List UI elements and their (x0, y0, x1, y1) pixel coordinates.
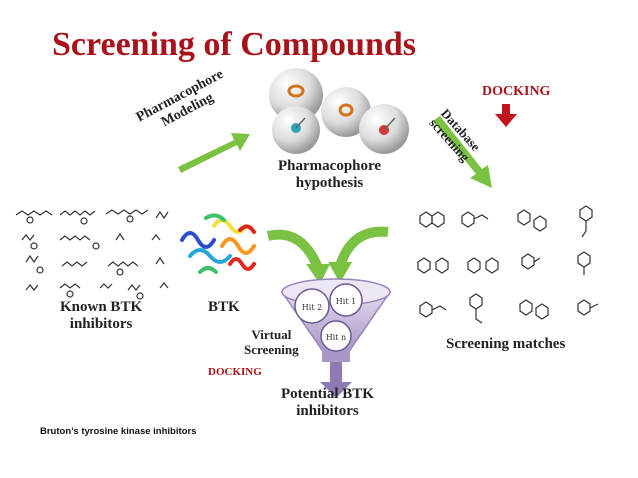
footnote: Bruton’s tyrosine kinase inhibitors (40, 426, 197, 437)
pharmacophore-hypothesis-label: Pharmacophore hypothesis (278, 158, 382, 191)
docking-arrow-icon (495, 104, 517, 127)
known-btk-inhibitor-structures (15, 209, 169, 300)
hit-2-circle (294, 288, 330, 324)
known-btk-inhibitors-label: Known BTK inhibitors (60, 299, 143, 332)
screening-matches-label: Screening matches (446, 336, 566, 352)
docking-label-bottom: DOCKING (208, 366, 262, 378)
hit-2-label: Hit 2 (302, 303, 322, 312)
database-screening-arrow (433, 116, 492, 188)
screening-match-structures (417, 205, 599, 324)
virtual-screening-label: Virtual Screening (244, 327, 299, 357)
pharmacophore-spheres (269, 68, 409, 154)
btk-to-funnel-curved-arrow (266, 229, 330, 284)
matches-to-funnel-curved-arrow (328, 226, 389, 283)
hit-1-label: Hit 1 (336, 297, 356, 306)
hit-circles: Hit 2 Hit 1 Hit n (294, 283, 363, 352)
btk-protein-image (180, 213, 256, 274)
hit-1-circle (329, 283, 363, 317)
hit-n-label: Hit n (326, 333, 346, 342)
potential-btk-inhibitors-label: Potential BTK inhibitors (281, 386, 374, 419)
btk-label: BTK (208, 299, 240, 315)
docking-label-top: DOCKING (482, 84, 551, 99)
slide-title: Screening of Compounds (52, 26, 416, 63)
pharmacophore-modeling-arrow (178, 133, 250, 173)
hit-n-circle (320, 320, 352, 352)
